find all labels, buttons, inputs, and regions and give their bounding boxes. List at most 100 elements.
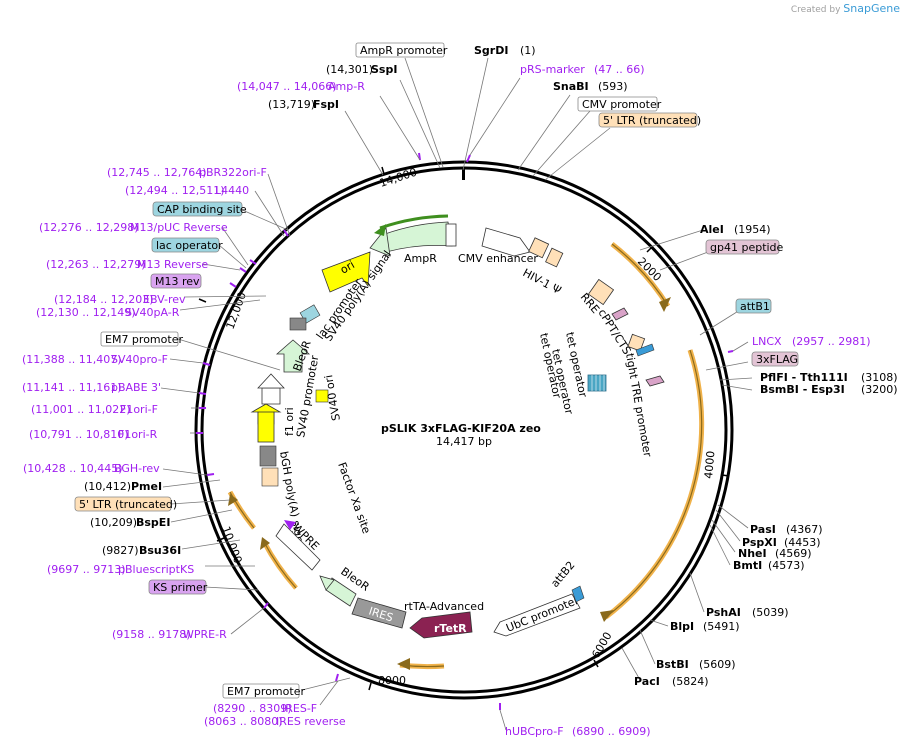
em7-bottom-box[interactable] bbox=[222, 683, 300, 699]
flag-block bbox=[645, 375, 665, 387]
site-pflfi-tth111i[interactable]: PflFI - Tth111I bbox=[760, 371, 848, 384]
primer-pbr322ori-f[interactable]: pBR322ori-F bbox=[199, 166, 267, 179]
primer-f1ori-r[interactable]: F1ori-R bbox=[118, 428, 158, 441]
site-sspi[interactable]: SspI bbox=[371, 63, 397, 76]
f1-ori-label: f1 ori bbox=[283, 407, 296, 436]
attb1-box[interactable] bbox=[735, 298, 772, 314]
primer-ebv-rev[interactable]: EBV-rev bbox=[143, 293, 186, 306]
ks-primer-text: KS primer bbox=[153, 581, 208, 594]
primer-pbabe3[interactable]: pBABE 3' bbox=[111, 381, 161, 394]
cap-binding-box[interactable] bbox=[152, 201, 243, 217]
site-snabi[interactable]: SnaBI bbox=[553, 80, 589, 93]
m13-rev-text: M13 rev bbox=[155, 275, 200, 288]
tet-operator-lines bbox=[591, 375, 605, 391]
primer-prs-marker-range: (47 .. 66) bbox=[594, 63, 645, 76]
arc-arrowhead-4 bbox=[260, 537, 270, 550]
ori-label: ori bbox=[338, 258, 357, 276]
rtetr-label: rTetR bbox=[434, 622, 467, 635]
primer-lncx[interactable]: LNCX bbox=[752, 335, 782, 348]
site-bsu36i[interactable]: Bsu36I bbox=[139, 544, 181, 557]
primer-m13-reverse[interactable]: M13 Reverse bbox=[137, 258, 208, 271]
primer-bgh-rev[interactable]: BGH-rev bbox=[114, 462, 160, 475]
ltr-top-text: 5' LTR (truncated) bbox=[603, 114, 701, 127]
primer-ires-reverse[interactable]: IRES reverse bbox=[276, 715, 346, 728]
rtta-label: rtTA-Advanced bbox=[404, 600, 484, 613]
primer-hubcpro-f[interactable]: hUBCpro-F bbox=[505, 725, 564, 738]
gp41-box[interactable] bbox=[705, 239, 780, 255]
primer-pbluescriptks-range: (9697 .. 9713) bbox=[47, 563, 126, 576]
site-alei[interactable]: AleI bbox=[700, 223, 724, 236]
site-paci-pos: (5824) bbox=[672, 675, 709, 688]
primer-f1ori-r-range: (10,791 .. 10,810) bbox=[29, 428, 129, 441]
primer-hubcpro-f-range: (6890 .. 6909) bbox=[572, 725, 651, 738]
tre-block bbox=[627, 333, 646, 352]
ires-feature bbox=[351, 597, 407, 629]
primer-sv40pa-r[interactable]: SV40pA-R bbox=[125, 306, 180, 319]
cap-binding-text: CAP binding site bbox=[157, 203, 247, 216]
ks-primer-box[interactable] bbox=[148, 579, 207, 595]
site-blpi-pos: (5491) bbox=[703, 620, 740, 633]
cmv-promoter-box[interactable] bbox=[577, 96, 658, 112]
site-bmti[interactable]: BmtI bbox=[733, 559, 762, 572]
tight-tre-label: tight TRE promoter bbox=[623, 352, 654, 458]
ori-feature bbox=[321, 251, 371, 293]
plasmid-name: pSLIK 3xFLAG-KIF20A zeo bbox=[381, 422, 541, 435]
sv40-pa-block bbox=[289, 317, 307, 331]
lac-operator-box[interactable] bbox=[151, 237, 220, 253]
primer-prs-marker[interactable]: pRS-marker bbox=[520, 63, 585, 76]
site-pasi[interactable]: PasI bbox=[750, 523, 776, 536]
sv40-ori-label: SV40 ori bbox=[322, 374, 343, 422]
primer-f1ori-f[interactable]: F1ori-F bbox=[120, 403, 158, 416]
primer-amp-r[interactable]: Amp-R bbox=[328, 80, 365, 93]
primer-l4440[interactable]: L4440 bbox=[215, 184, 249, 197]
primer-wpre-r[interactable]: WPRE-R bbox=[183, 628, 227, 641]
primer-ires-f[interactable]: IRES-F bbox=[282, 702, 317, 715]
m13-rev-box[interactable] bbox=[150, 273, 202, 289]
em7-bottom-text: EM7 promoter bbox=[227, 685, 305, 698]
primer-pbabe3-range: (11,141 .. 11,161) bbox=[22, 381, 122, 394]
primer-pbluescriptks[interactable]: pBluescriptKS bbox=[118, 563, 194, 576]
site-nhei[interactable]: NheI bbox=[738, 547, 767, 560]
credit-text: Created by bbox=[790, 5, 841, 15]
primer-amp-r-range: (14,047 .. 14,066) bbox=[237, 80, 337, 93]
ltr-left-box[interactable] bbox=[74, 496, 172, 512]
primer-bgh-rev-range: (10,428 .. 10,445) bbox=[23, 462, 123, 475]
site-bstbi[interactable]: BstBI bbox=[656, 658, 689, 671]
site-blpi[interactable]: BlpI bbox=[670, 620, 694, 633]
cppt-block bbox=[611, 307, 629, 321]
site-pmei[interactable]: PmeI bbox=[131, 480, 162, 493]
snapgene-logo: SnapGene bbox=[843, 2, 900, 15]
ltr-top-box[interactable] bbox=[598, 112, 698, 128]
site-fspi[interactable]: FspI bbox=[313, 98, 339, 111]
primer-marks bbox=[196, 152, 734, 710]
cmv-promoter-text: CMV promoter bbox=[582, 98, 662, 111]
em7-left-box[interactable] bbox=[100, 331, 179, 347]
primer-m13puc-reverse[interactable]: M13/pUC Reverse bbox=[130, 221, 228, 234]
ltr-left-text: 5' LTR (truncated) bbox=[79, 498, 177, 511]
backbone-outer bbox=[194, 160, 734, 700]
site-bspei[interactable]: BspEI bbox=[136, 516, 170, 529]
primer-ires-f-range: (8290 .. 8309) bbox=[213, 702, 292, 715]
ltr-block bbox=[528, 237, 550, 259]
site-fspi-pos: (13,719) bbox=[268, 98, 315, 111]
site-pspxi[interactable]: PspXI bbox=[742, 536, 777, 549]
ampr-arrowhead bbox=[369, 227, 391, 257]
flag-box[interactable] bbox=[751, 351, 799, 367]
site-sgrdi[interactable]: SgrDI bbox=[474, 44, 508, 57]
site-bstbi-pos: (5609) bbox=[699, 658, 736, 671]
primer-sv40pro-f[interactable]: SV40pro-F bbox=[111, 353, 168, 366]
ampr-promoter-box[interactable] bbox=[355, 42, 445, 58]
primer-sv40pa-r-range: (12,130 .. 12,149) bbox=[36, 306, 136, 319]
site-pshai[interactable]: PshAI bbox=[706, 606, 741, 619]
f1-ori-body bbox=[257, 411, 275, 443]
rtetr-feature bbox=[409, 611, 473, 639]
wpre-tick bbox=[284, 520, 296, 530]
site-paci[interactable]: PacI bbox=[634, 675, 660, 688]
site-bsmbi-esp3i[interactable]: BsmBI - Esp3I bbox=[760, 383, 845, 396]
site-alei-pos: (1954) bbox=[734, 223, 771, 236]
attb1-text: attB1 bbox=[740, 300, 770, 313]
credit-line: Created by SnapGene bbox=[791, 2, 900, 15]
tick-8000: 8000 bbox=[378, 674, 406, 687]
